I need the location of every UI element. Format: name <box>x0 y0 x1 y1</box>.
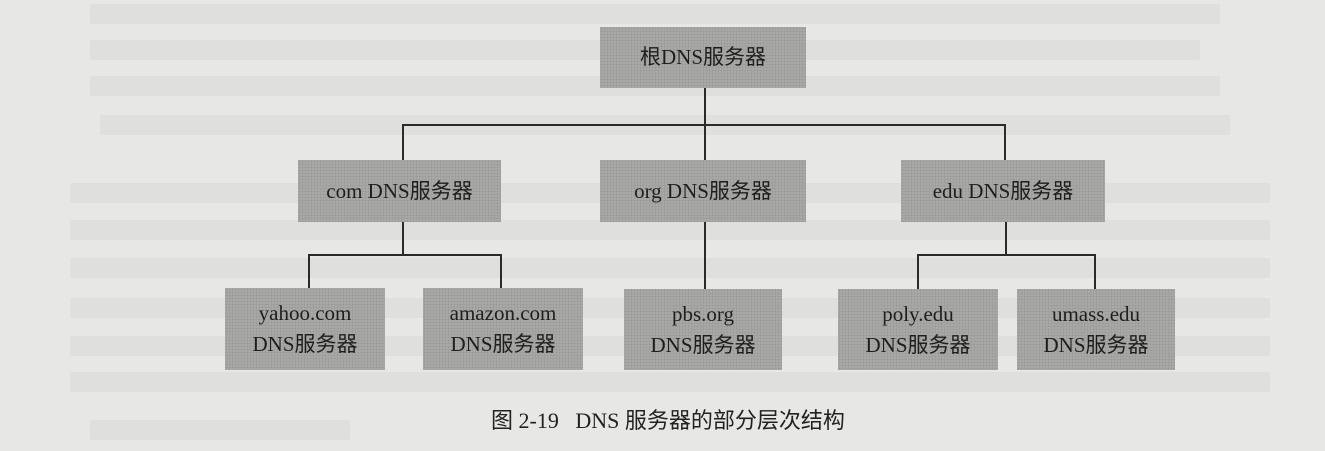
bleed-through-text <box>90 4 1220 24</box>
node-label: 根DNS服务器 <box>639 45 766 69</box>
node-label-type: DNS服务器 <box>865 332 971 357</box>
com-dns-server-node: com DNS服务器 <box>298 160 501 222</box>
node-label-type: DNS服务器 <box>650 332 756 357</box>
connector-poly <box>917 254 919 289</box>
node-label-type: DNS服务器 <box>1043 332 1149 357</box>
connector-edu-bar <box>917 254 1096 256</box>
connector-umass <box>1094 254 1096 289</box>
connector-edu-down <box>1005 222 1007 255</box>
bleed-through-text <box>70 220 1270 240</box>
umass-dns-server-node: umass.edu DNS服务器 <box>1017 289 1175 370</box>
figure-caption: 图 2-19 DNS 服务器的部分层次结构 <box>491 408 845 433</box>
bleed-through-text <box>90 420 350 440</box>
connector-yahoo <box>308 254 310 288</box>
node-label-domain: yahoo.com <box>258 301 352 325</box>
bleed-through-text <box>70 372 1270 392</box>
node-label-domain: amazon.com <box>449 301 557 325</box>
node-label: com DNS服务器 <box>326 178 473 203</box>
connector-com-down <box>402 222 404 255</box>
amazon-dns-server-node: amazon.com DNS服务器 <box>423 288 583 370</box>
connector-com-bar <box>308 254 502 256</box>
node-label: edu DNS服务器 <box>932 178 1074 203</box>
pbs-dns-server-node: pbs.org DNS服务器 <box>624 289 782 370</box>
node-label-domain: poly.edu <box>882 301 954 326</box>
node-label-domain: pbs.org <box>671 301 735 326</box>
root-dns-server-node: 根DNS服务器 <box>600 27 806 88</box>
connector-tld-bar <box>402 124 1006 126</box>
org-dns-server-node: org DNS服务器 <box>600 160 806 222</box>
connector-edu <box>1004 124 1006 160</box>
connector-com <box>402 124 404 160</box>
node-label-type: DNS服务器 <box>450 332 556 356</box>
node-label-type: DNS服务器 <box>252 332 358 356</box>
edu-dns-server-node: edu DNS服务器 <box>901 160 1105 222</box>
connector-org-down <box>704 222 706 289</box>
node-label: org DNS服务器 <box>634 178 772 203</box>
connector-amazon <box>500 254 502 288</box>
poly-dns-server-node: poly.edu DNS服务器 <box>838 289 998 370</box>
bleed-through-text <box>70 258 1270 278</box>
yahoo-dns-server-node: yahoo.com DNS服务器 <box>225 288 385 370</box>
node-label-domain: umass.edu <box>1051 301 1141 326</box>
